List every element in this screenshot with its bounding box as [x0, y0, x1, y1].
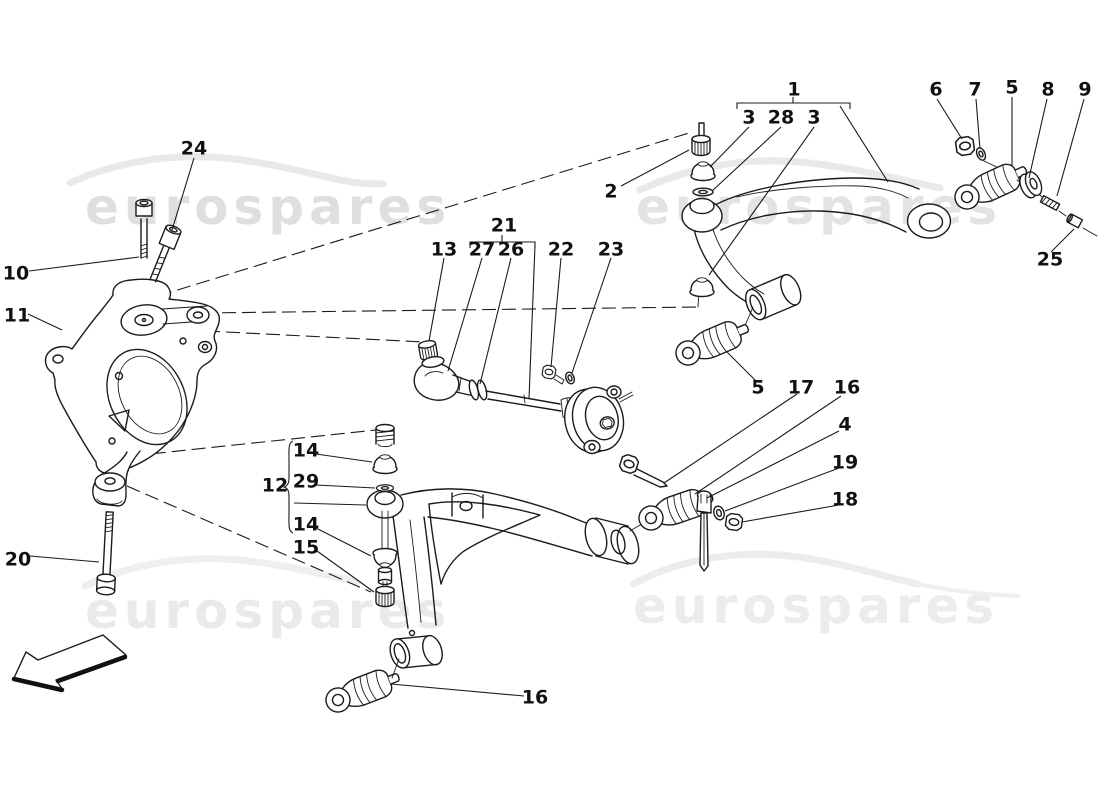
- part-label-23: 23: [597, 238, 625, 261]
- part-label-5a: 5: [1005, 76, 1019, 99]
- lower-wishbone: [321, 423, 640, 719]
- part-label-27: 27: [468, 238, 496, 261]
- part-label-13: 13: [430, 238, 458, 261]
- part-label-2: 2: [604, 180, 618, 203]
- rear-knuckle: [44, 278, 221, 507]
- part-label-20: 20: [4, 548, 32, 571]
- part-label-12: 12: [261, 474, 289, 497]
- part-label-16a: 16: [833, 376, 861, 399]
- part-label-14a: 14: [292, 439, 320, 462]
- part-label-15: 15: [292, 536, 320, 559]
- part-label-19: 19: [831, 451, 859, 474]
- brand-watermark-3: eurospares: [633, 577, 1000, 635]
- part-label-16b: 16: [521, 686, 549, 709]
- part-label-7: 7: [968, 78, 982, 101]
- part-label-24: 24: [180, 137, 208, 160]
- bushing-stack-12: [375, 423, 395, 448]
- part-label-14b: 14: [292, 513, 320, 536]
- part-label-8: 8: [1041, 78, 1055, 101]
- part-label-5b: 5: [751, 376, 765, 399]
- part-label-17: 17: [787, 376, 815, 399]
- car-swoosh-bottom-left: [81, 555, 361, 590]
- washer-23: [565, 371, 575, 385]
- car-swoosh-top-right: [636, 157, 944, 194]
- part-label-4: 4: [838, 413, 852, 436]
- car-swoosh-top-left: [66, 153, 387, 188]
- wishbone-pivot-hardware: [949, 135, 1098, 237]
- part-label-3a: 3: [742, 106, 756, 129]
- washer-19: [713, 505, 725, 521]
- part-label-29: 29: [292, 470, 320, 493]
- upper-wishbone: [670, 122, 952, 372]
- toe-link: [413, 338, 634, 455]
- part-label-22: 22: [547, 238, 575, 261]
- part-label-21: 21: [490, 214, 518, 237]
- direction-arrow-icon: [11, 634, 128, 693]
- part-label-18: 18: [831, 488, 859, 511]
- part-label-1: 1: [787, 78, 801, 101]
- car-swoosh-bottom-right: [629, 550, 1020, 598]
- part-label-11: 11: [3, 304, 31, 327]
- part-label-26: 26: [497, 238, 525, 261]
- part-label-3b: 3: [807, 106, 821, 129]
- rear-link-hardware: [617, 452, 744, 572]
- callout-leaders: [27, 97, 1085, 697]
- part-label-6: 6: [929, 78, 943, 101]
- part-label-10: 10: [2, 262, 30, 285]
- bolt-20: [95, 511, 116, 596]
- bolt-24: [149, 224, 182, 283]
- part-label-9: 9: [1078, 78, 1092, 101]
- part-label-28: 28: [767, 106, 795, 129]
- bolt-10: [135, 198, 153, 259]
- part-label-25: 25: [1036, 248, 1064, 271]
